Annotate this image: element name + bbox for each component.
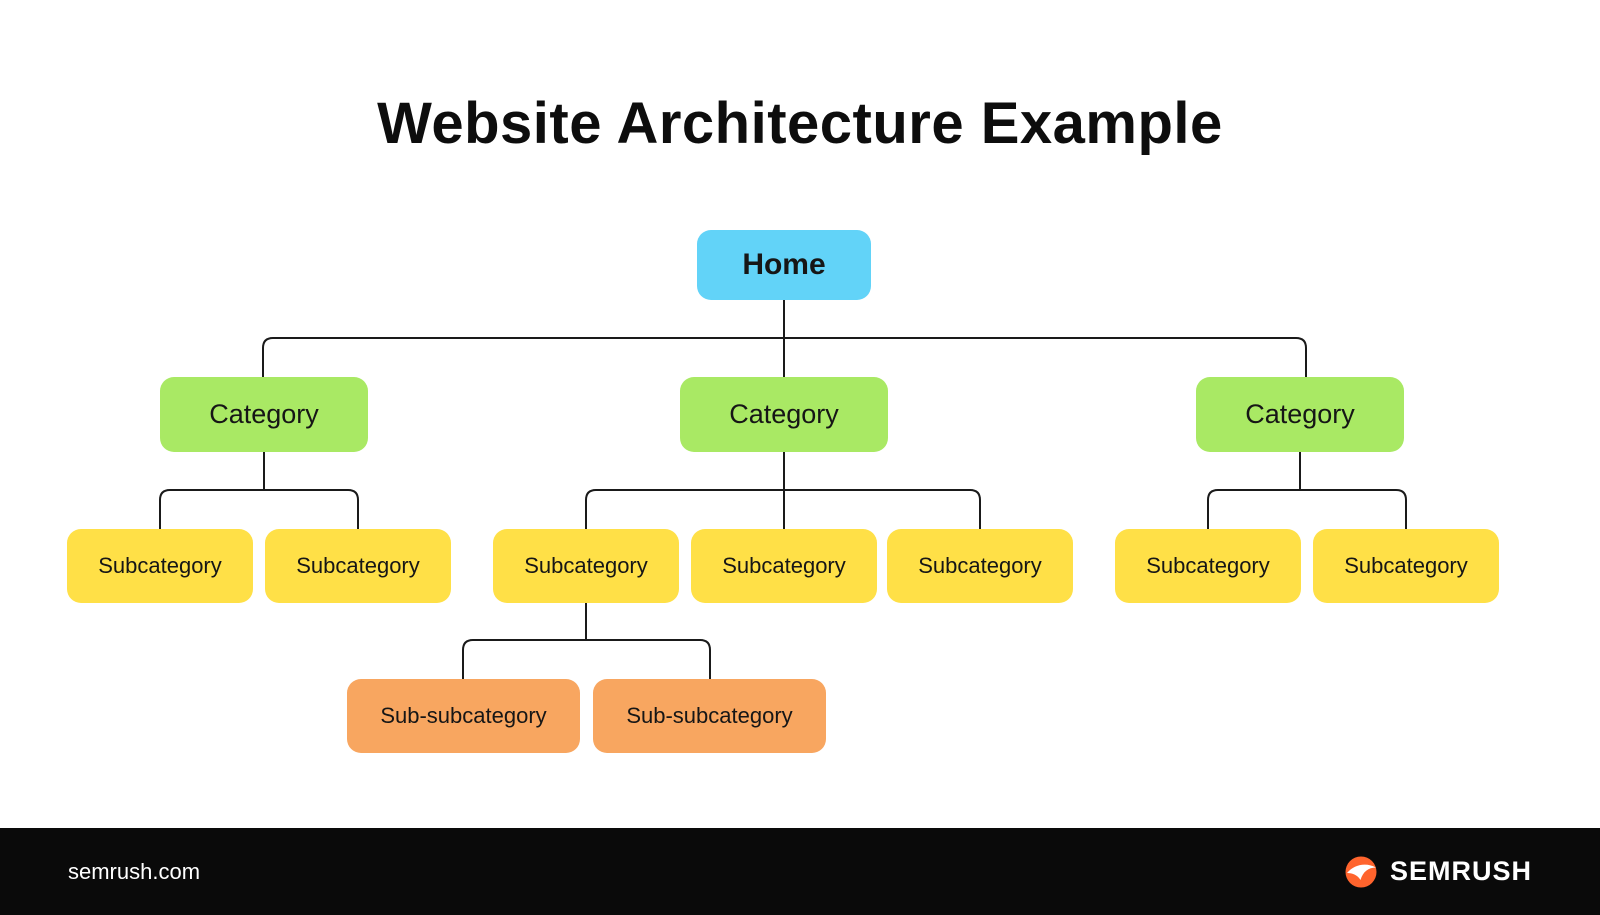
node-category-1: Category — [160, 377, 368, 452]
node-subcategory-7: Subcategory — [1313, 529, 1499, 603]
node-subcategory-2: Subcategory — [265, 529, 451, 603]
footer-url: semrush.com — [68, 858, 201, 884]
connector-sub-bus — [462, 639, 711, 679]
node-subcategory-5: Subcategory — [887, 529, 1073, 603]
node-sub-subcategory-2: Sub-subcategory — [593, 679, 826, 753]
brand-name: SEMRUSH — [1389, 856, 1532, 886]
page-title: Website Architecture Example — [377, 91, 1223, 156]
node-subcategory-1: Subcategory — [67, 529, 253, 603]
connector-cat3-bus — [1207, 489, 1407, 529]
semrush-logo: SEMRUSH — [1343, 854, 1532, 890]
semrush-flame-icon — [1345, 856, 1377, 887]
connector-category-bus — [262, 337, 1307, 377]
footer-bar: semrush.com SEMRUSH — [0, 828, 1600, 915]
node-sub-subcategory-1: Sub-subcategory — [347, 679, 580, 753]
node-home: Home — [697, 230, 871, 300]
connector-cat1-bus — [159, 489, 359, 529]
node-subcategory-6: Subcategory — [1115, 529, 1301, 603]
connector-cat2-bus — [585, 489, 981, 529]
node-category-2: Category — [680, 377, 888, 452]
node-subcategory-3: Subcategory — [493, 529, 679, 603]
node-category-3: Category — [1196, 377, 1404, 452]
node-subcategory-4: Subcategory — [691, 529, 877, 603]
